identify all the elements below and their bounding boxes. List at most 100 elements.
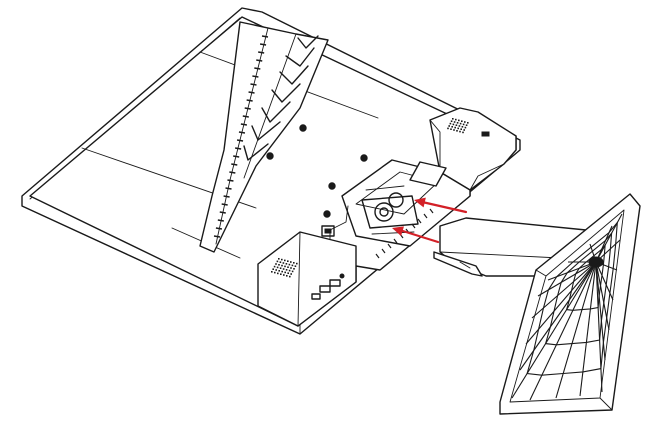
vent-hole: [290, 273, 292, 275]
stripe-rib: [259, 43, 267, 46]
stripe-rib: [223, 195, 230, 198]
vent-hole: [451, 126, 453, 128]
vent-hole: [271, 271, 273, 273]
vent-hole: [290, 267, 292, 269]
vent-hole: [285, 269, 288, 271]
vent-hole: [284, 271, 286, 274]
upper-vent-grille: [447, 118, 469, 134]
latch-button: [321, 225, 335, 237]
vent-hole: [462, 131, 464, 134]
vent-hole: [291, 270, 294, 273]
lattice-ring: [544, 231, 613, 346]
stripe-rib: [235, 147, 242, 150]
side-rib: [375, 253, 380, 259]
vent-hole: [458, 119, 460, 122]
lattice-spoke: [537, 261, 597, 297]
side-rib: [393, 238, 398, 244]
vent-hole: [286, 275, 288, 277]
vent-hole: [467, 122, 469, 124]
vent-hole: [294, 265, 297, 267]
lattice-spoke: [595, 261, 603, 393]
vent-hole: [283, 274, 285, 276]
latch-button-fill: [324, 228, 332, 234]
upper-insert-arrow: [414, 197, 468, 214]
side-rib: [387, 243, 392, 249]
vent-hole: [282, 262, 285, 264]
vent-hole: [278, 258, 280, 260]
vent-hole: [274, 271, 276, 274]
vent-hole: [278, 270, 280, 272]
lattice-spoke: [525, 261, 597, 345]
stand-neck-tab: [433, 251, 483, 277]
lower-vent-grille: [271, 258, 298, 278]
stripe-rib: [236, 139, 244, 142]
stripe-rib: [258, 51, 265, 54]
stripe-rib: [227, 179, 234, 182]
vent-hole: [448, 125, 450, 127]
lower-insert-arrow-shaft: [396, 228, 440, 244]
lattice-spoke: [531, 261, 597, 319]
stripe-rib: [244, 107, 251, 110]
screw-hole-2: [266, 152, 274, 160]
io-ports: [311, 273, 345, 300]
stripe-rib: [233, 155, 240, 158]
stripe-rib: [238, 131, 246, 134]
screw-hole-4: [328, 182, 336, 190]
mount-plate: [409, 161, 447, 187]
vent-hole: [291, 264, 294, 267]
stand-base-hub: [588, 256, 604, 268]
vent-hole: [457, 127, 459, 130]
vent-hole: [461, 120, 463, 122]
stand-base-lattice: [511, 213, 623, 401]
vent-hole: [285, 263, 288, 265]
vent-hole: [277, 272, 279, 275]
vent-hole: [463, 129, 465, 131]
vent-hole: [450, 128, 452, 130]
vent-hole: [460, 128, 462, 130]
vent-hole: [280, 273, 282, 275]
screw-hole-5: [323, 210, 331, 218]
stripe-rib: [240, 123, 247, 126]
vesa-screw-holes: [266, 124, 368, 218]
monitor-panel: [21, 7, 521, 335]
vent-hole: [456, 122, 459, 124]
upper-vent-housing-edge: [429, 119, 505, 191]
vent-hole: [465, 124, 468, 126]
side-rib: [429, 208, 434, 214]
screw-hole-1: [299, 124, 307, 132]
vent-hole: [287, 260, 289, 262]
stripe-rib: [248, 91, 255, 94]
vent-hole: [458, 125, 461, 127]
vent-hole: [288, 269, 291, 272]
vent-hole: [273, 265, 276, 268]
vent-hole: [284, 259, 286, 262]
stand-neck-clip: [459, 261, 471, 269]
lattice-ring: [565, 243, 606, 311]
rear-stripe-chevrons: [243, 35, 319, 161]
vent-hole: [450, 120, 453, 122]
lattice-spoke: [579, 261, 597, 397]
vent-hole: [279, 267, 282, 269]
vent-hole: [290, 261, 292, 263]
vent-hole: [284, 265, 286, 268]
vent-hole: [456, 130, 458, 132]
stripe-rib: [219, 211, 226, 214]
vent-hole: [464, 126, 467, 129]
rear-stripe-ribs: [213, 35, 269, 238]
vent-hole: [293, 268, 295, 270]
vent-hole: [275, 263, 277, 265]
stripe-rib: [242, 115, 249, 118]
vent-hole: [276, 260, 279, 263]
vent-hole: [464, 121, 466, 123]
stripe-rib: [215, 227, 223, 230]
stand-base-side: [599, 193, 641, 411]
vent-hole: [462, 123, 465, 126]
stand-base: [499, 193, 641, 415]
vent-hole: [452, 118, 454, 120]
vent-hole: [296, 262, 298, 265]
vent-hole: [276, 266, 279, 269]
stripe-rib: [256, 59, 263, 62]
vent-hole: [281, 270, 283, 273]
vent-hole: [453, 129, 455, 131]
